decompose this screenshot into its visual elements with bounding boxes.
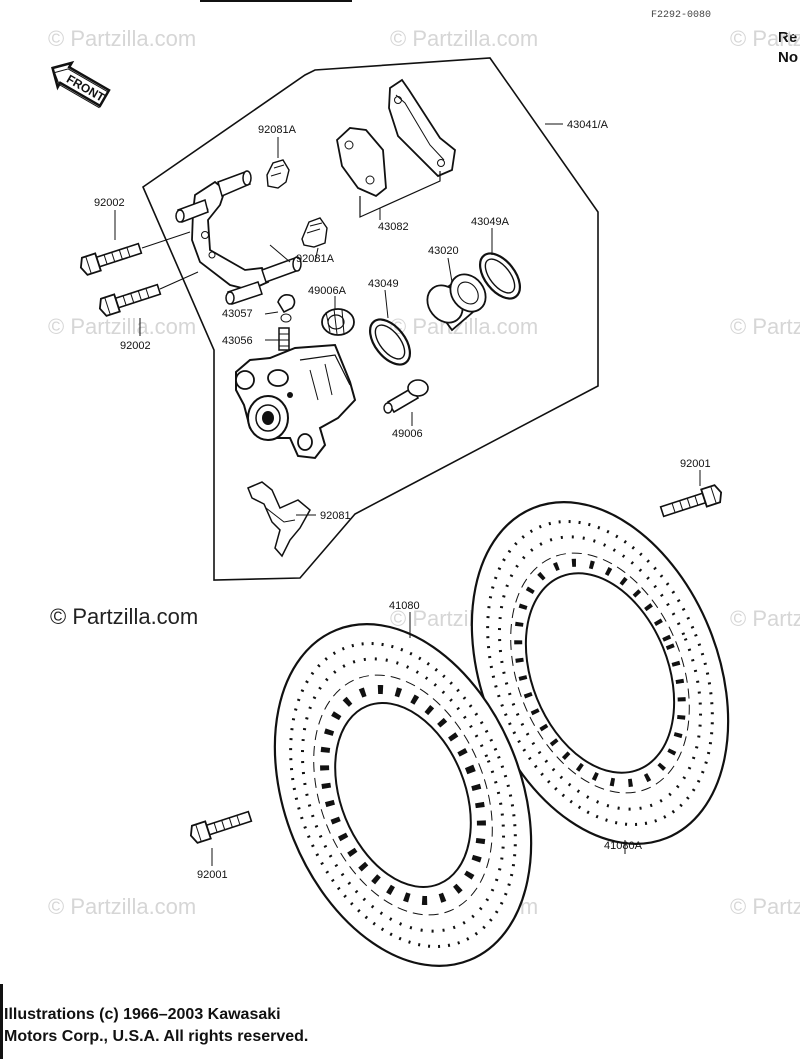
part-label-43057: 43057 xyxy=(222,308,253,320)
part-label-49006a: 49006A xyxy=(308,285,347,297)
watermark-text: © Partzilla.com xyxy=(730,26,800,51)
clip-92081a-mid xyxy=(301,217,328,248)
footer-bar xyxy=(0,984,3,1059)
brake-pads-43082 xyxy=(336,78,456,220)
watermark-text: © Partzilla.com xyxy=(48,894,196,919)
bolt-92001-right xyxy=(658,482,725,522)
copyright-notice: © Partzilla.com xyxy=(50,604,199,629)
watermark-text: © Partzilla.com xyxy=(48,314,196,339)
ref-note: Re No xyxy=(778,28,798,68)
part-label-49006: 49006 xyxy=(392,428,423,440)
part-label-92081a-mid: 92081A xyxy=(296,253,335,265)
spring-92081 xyxy=(247,481,311,558)
front-arrow: FRONT xyxy=(51,60,111,109)
cap-43057 xyxy=(277,294,296,323)
bolt-92001-left xyxy=(187,806,254,846)
seal-43049 xyxy=(369,318,411,366)
top-rule xyxy=(200,0,352,2)
part-label-92002-top: 92002 xyxy=(94,197,125,209)
part-labels: 43041/A 92081A 92002 43082 43049A 43020 … xyxy=(94,119,711,881)
watermark-text: © Partzilla.com xyxy=(730,606,800,631)
part-label-41080a: 41080A xyxy=(604,840,643,852)
part-label-43082: 43082 xyxy=(378,221,409,233)
brake-disc-41080 xyxy=(273,623,533,967)
clip-92081a-top xyxy=(266,159,290,189)
seal-43049a xyxy=(479,252,521,300)
figure-code: F2292-0080 xyxy=(651,10,712,21)
bleeder-valve-43056 xyxy=(278,327,290,351)
piston-43020 xyxy=(426,273,487,332)
bolt-92002-bottom xyxy=(96,279,163,319)
caliper-assembly-outline xyxy=(142,57,599,581)
part-label-41080: 41080 xyxy=(389,600,420,612)
footer-line-2: Motors Corp., U.S.A. All rights reserved… xyxy=(4,1028,309,1045)
caliper-bracket xyxy=(175,170,302,305)
slide-pin-49006 xyxy=(383,379,429,414)
ref-note-line-1: Re xyxy=(778,29,798,46)
part-label-92001-left: 92001 xyxy=(197,869,228,881)
part-label-43041-a: 43041/A xyxy=(567,119,609,131)
part-label-92001-right: 92001 xyxy=(680,458,711,470)
watermark-text: © Partzilla.com xyxy=(730,314,800,339)
footer-line-1: Illustrations (c) 1966–2003 Kawasaki xyxy=(4,1006,281,1023)
watermark-text: © Partzilla.com xyxy=(48,26,196,51)
caliper-body xyxy=(235,343,357,460)
part-label-43056: 43056 xyxy=(222,335,253,347)
part-label-43020: 43020 xyxy=(428,245,459,257)
part-label-43049a: 43049A xyxy=(471,216,510,228)
watermark-text: © Partzilla.com xyxy=(730,894,800,919)
part-label-92081: 92081 xyxy=(320,510,351,522)
part-label-43049: 43049 xyxy=(368,278,399,290)
part-label-92081a-top: 92081A xyxy=(258,124,297,136)
footer: Illustrations (c) 1966–2003 Kawasaki Mot… xyxy=(4,1004,308,1048)
brake-disc-41080a xyxy=(470,501,730,845)
part-label-92002-bottom: 92002 xyxy=(120,340,151,352)
bolt-92002-top xyxy=(77,238,144,278)
dust-boot-49006a xyxy=(321,308,355,336)
ref-note-line-2: No xyxy=(778,49,798,66)
leader-lines xyxy=(114,123,701,866)
watermark-text: © Partzilla.com xyxy=(390,26,538,51)
